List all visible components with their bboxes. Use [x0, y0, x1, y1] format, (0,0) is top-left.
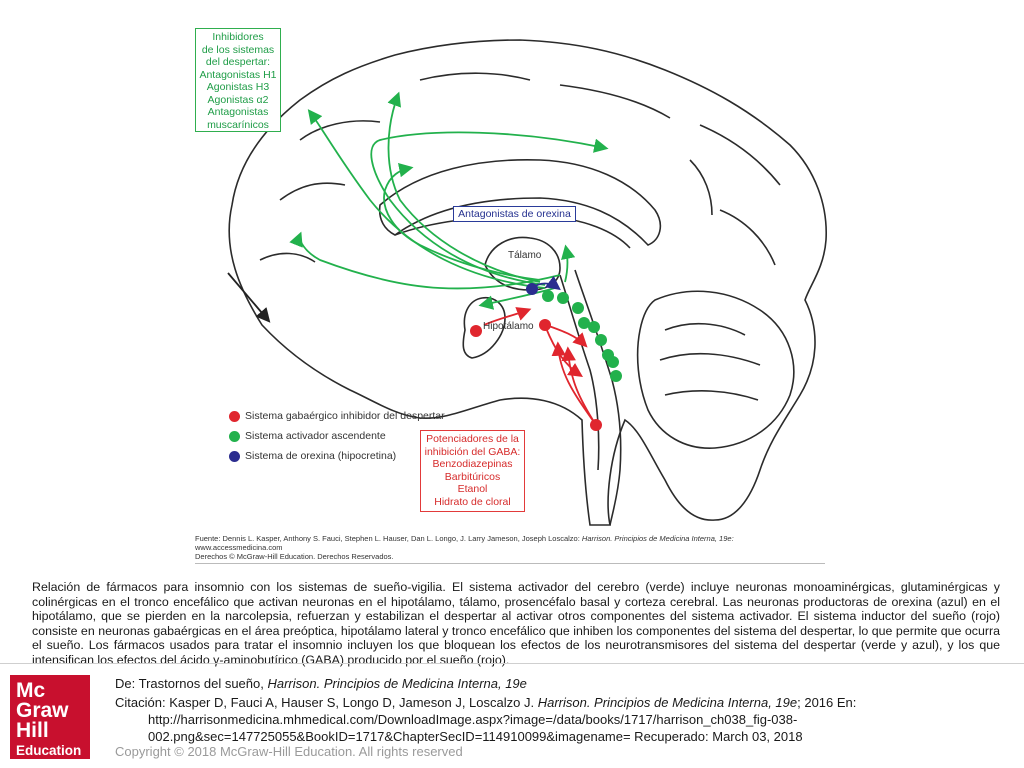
copyright-notice: Copyright © 2018 McGraw-Hill Education. … — [115, 744, 463, 759]
cortex-outline — [228, 39, 827, 526]
green-dot — [607, 356, 619, 368]
inhibitors-line: Inhibidores — [212, 31, 264, 43]
red-arrow-1 — [483, 307, 532, 326]
green-dot — [557, 292, 569, 304]
gyrus-line — [719, 209, 776, 266]
source-rights: Derechos © McGraw-Hill Education. Derech… — [195, 552, 394, 561]
gaba-line: Etanol — [457, 483, 488, 495]
footer-divider — [0, 663, 1024, 664]
logo-line: Mc — [16, 679, 46, 702]
inhibitors-line: Agonistas H3 — [206, 81, 270, 93]
orexin-antagonists-box: Antagonistas de orexina — [453, 206, 576, 222]
figure-caption: Relación de fármacos para insomnio con l… — [32, 580, 1000, 667]
figure-divider — [195, 563, 825, 564]
gyrus-line — [279, 182, 346, 201]
green-dot — [542, 290, 554, 302]
inhibitors-line: muscarínicos — [207, 118, 269, 131]
gyrus-line — [299, 120, 381, 141]
gaba-line: Potenciadores de la — [426, 433, 519, 445]
green-dots — [542, 290, 622, 382]
brain-sagittal-diagram — [227, 39, 827, 526]
logo-line: Hill — [16, 719, 49, 742]
green-arrow-up — [383, 163, 541, 281]
gyrus-line — [259, 252, 316, 263]
thalamus-outline — [484, 236, 561, 291]
inhibitors-line: Antagonistas H1 — [199, 68, 277, 81]
brainstem-outline — [574, 269, 622, 526]
legend-label: Sistema gabaérgico inhibidor del despert… — [245, 410, 445, 422]
logo-line: Education — [16, 743, 82, 758]
citation-suffix: ; 2016 En: — [797, 695, 857, 710]
gaba-line: Hidrato de cloral — [434, 495, 511, 508]
source-url: www.accessmedicina.com — [195, 543, 283, 552]
gaba-enhancers-box: Potenciadores de la inhibición del GABA:… — [420, 430, 525, 512]
orexin-antagonists-label: Antagonistas de orexina — [458, 208, 571, 220]
citation: Citación: Kasper D, Fauci A, Hauser S, L… — [115, 694, 985, 745]
green-pathways — [289, 91, 609, 310]
source-chapter-line: De: Trastornos del sueño, Harrison. Prin… — [115, 676, 527, 691]
blue-orexin-dot — [526, 283, 538, 295]
inhibitors-line: Antagonistas — [207, 106, 269, 118]
legend-label: Sistema activador ascendente — [245, 430, 386, 442]
legend-label: Sistema de orexina (hipocretina) — [245, 450, 397, 462]
legend-blue-dot — [229, 450, 240, 462]
legend: Sistema gabaérgico inhibidor del despert… — [229, 406, 445, 466]
mcgraw-hill-logo: Mc Graw Hill Education — [10, 675, 90, 759]
legend-item-orexin: Sistema de orexina (hipocretina) — [229, 446, 445, 466]
cerebellum-outline — [636, 290, 795, 449]
corpus-callosum — [378, 158, 662, 246]
green-arrow-thalamus — [561, 244, 576, 283]
green-dot — [572, 302, 584, 314]
red-dot — [590, 419, 602, 431]
inhibitors-line: Agonistas α2 — [207, 93, 269, 106]
cerebellum-fold — [664, 322, 746, 336]
figure-source: Fuente: Dennis L. Kasper, Anthony S. Fau… — [195, 534, 825, 561]
source-chapter-prefix: De: Trastornos del sueño, — [115, 676, 268, 691]
thalamus-label: Tálamo — [508, 250, 542, 261]
legend-item-gaba: Sistema gabaérgico inhibidor del despert… — [229, 406, 445, 426]
hypothalamus-label: Hipotálamo — [483, 321, 534, 332]
gaba-line: Barbitúricos — [444, 470, 501, 483]
red-dots — [470, 319, 602, 431]
source-authors: Fuente: Dennis L. Kasper, Anthony S. Fau… — [195, 534, 582, 543]
green-arrow-box — [307, 109, 546, 289]
gyrus-line — [559, 84, 671, 119]
green-arrow-frontal — [289, 231, 561, 290]
citation-title: Harrison. Principios de Medicina Interna… — [537, 695, 798, 710]
green-dot — [578, 317, 590, 329]
gaba-line: inhibición del GABA: — [424, 445, 521, 458]
black-pointer-arrow — [227, 272, 271, 323]
brainstem-inner — [559, 274, 600, 471]
green-dot — [595, 334, 607, 346]
sleep-wake-figure: Inhibidores de los sistemas del desperta… — [195, 28, 827, 564]
green-arrow-top — [387, 91, 541, 283]
red-dot — [539, 319, 551, 331]
green-arrow-posterior — [370, 131, 609, 286]
red-pathways — [483, 307, 597, 426]
cerebellum-fold — [664, 390, 759, 401]
legend-item-activator: Sistema activador ascendente — [229, 426, 445, 446]
source-chapter-title: Harrison. Principios de Medicina Interna… — [267, 676, 527, 691]
red-arrow-5 — [551, 341, 597, 426]
legend-green-dot — [229, 430, 240, 442]
gaba-line: Benzodiazepinas — [432, 458, 513, 470]
inhibitors-box: Inhibidores de los sistemas del desperta… — [195, 28, 281, 132]
gyrus-line — [699, 124, 781, 186]
red-dot — [470, 325, 482, 337]
inhibitors-line: del despertar: — [205, 56, 271, 68]
gyrus-line — [689, 159, 713, 216]
gyrus-line — [419, 72, 531, 81]
cerebellum-fold — [659, 352, 761, 366]
inhibitors-line: de los sistemas — [201, 43, 275, 56]
citation-url[interactable]: http://harrisonmedicina.mhmedical.com/Do… — [148, 712, 803, 744]
green-dot — [588, 321, 600, 333]
citation-prefix: Citación: Kasper D, Fauci A, Hauser S, L… — [115, 695, 538, 710]
source-line-1: Fuente: Dennis L. Kasper, Anthony S. Fau… — [195, 534, 825, 543]
source-title: Harrison. Principios de Medicina Interna… — [581, 534, 734, 543]
legend-red-dot — [229, 410, 240, 422]
green-dot — [610, 370, 622, 382]
logo-line: Graw — [16, 699, 69, 722]
